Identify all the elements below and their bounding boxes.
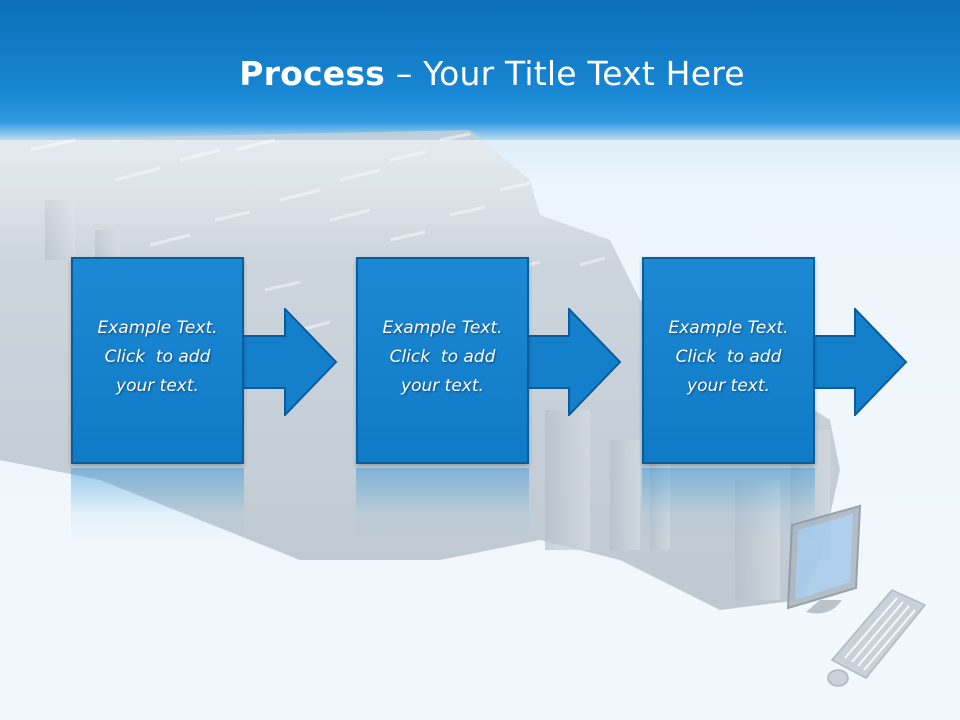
slide-title[interactable]: Process – Your Title Text Here [0,52,960,96]
title-bold: Process [239,54,386,93]
title-rest: – Your Title Text Here [385,54,745,93]
process-step-2[interactable]: Example Text. Click to add your text. [356,257,529,464]
keyboard-icon [830,589,927,679]
process-step-3[interactable]: Example Text. Click to add your text. [642,257,815,464]
process-step-1[interactable]: Example Text. Click to add your text. [71,257,244,464]
step-text: Example Text. Click to add your text. [668,318,789,396]
mouse-icon [827,669,849,687]
monitor-icon [786,504,862,614]
step-text: Example Text. Click to add your text. [97,318,218,396]
step-reflection [71,468,244,543]
step-reflection [642,468,815,543]
arrow-right-icon [527,308,622,416]
arrow-right-icon [813,308,908,416]
step-reflection [356,468,529,543]
arrow-right-icon [243,308,338,416]
step-text: Example Text. Click to add your text. [382,318,503,396]
